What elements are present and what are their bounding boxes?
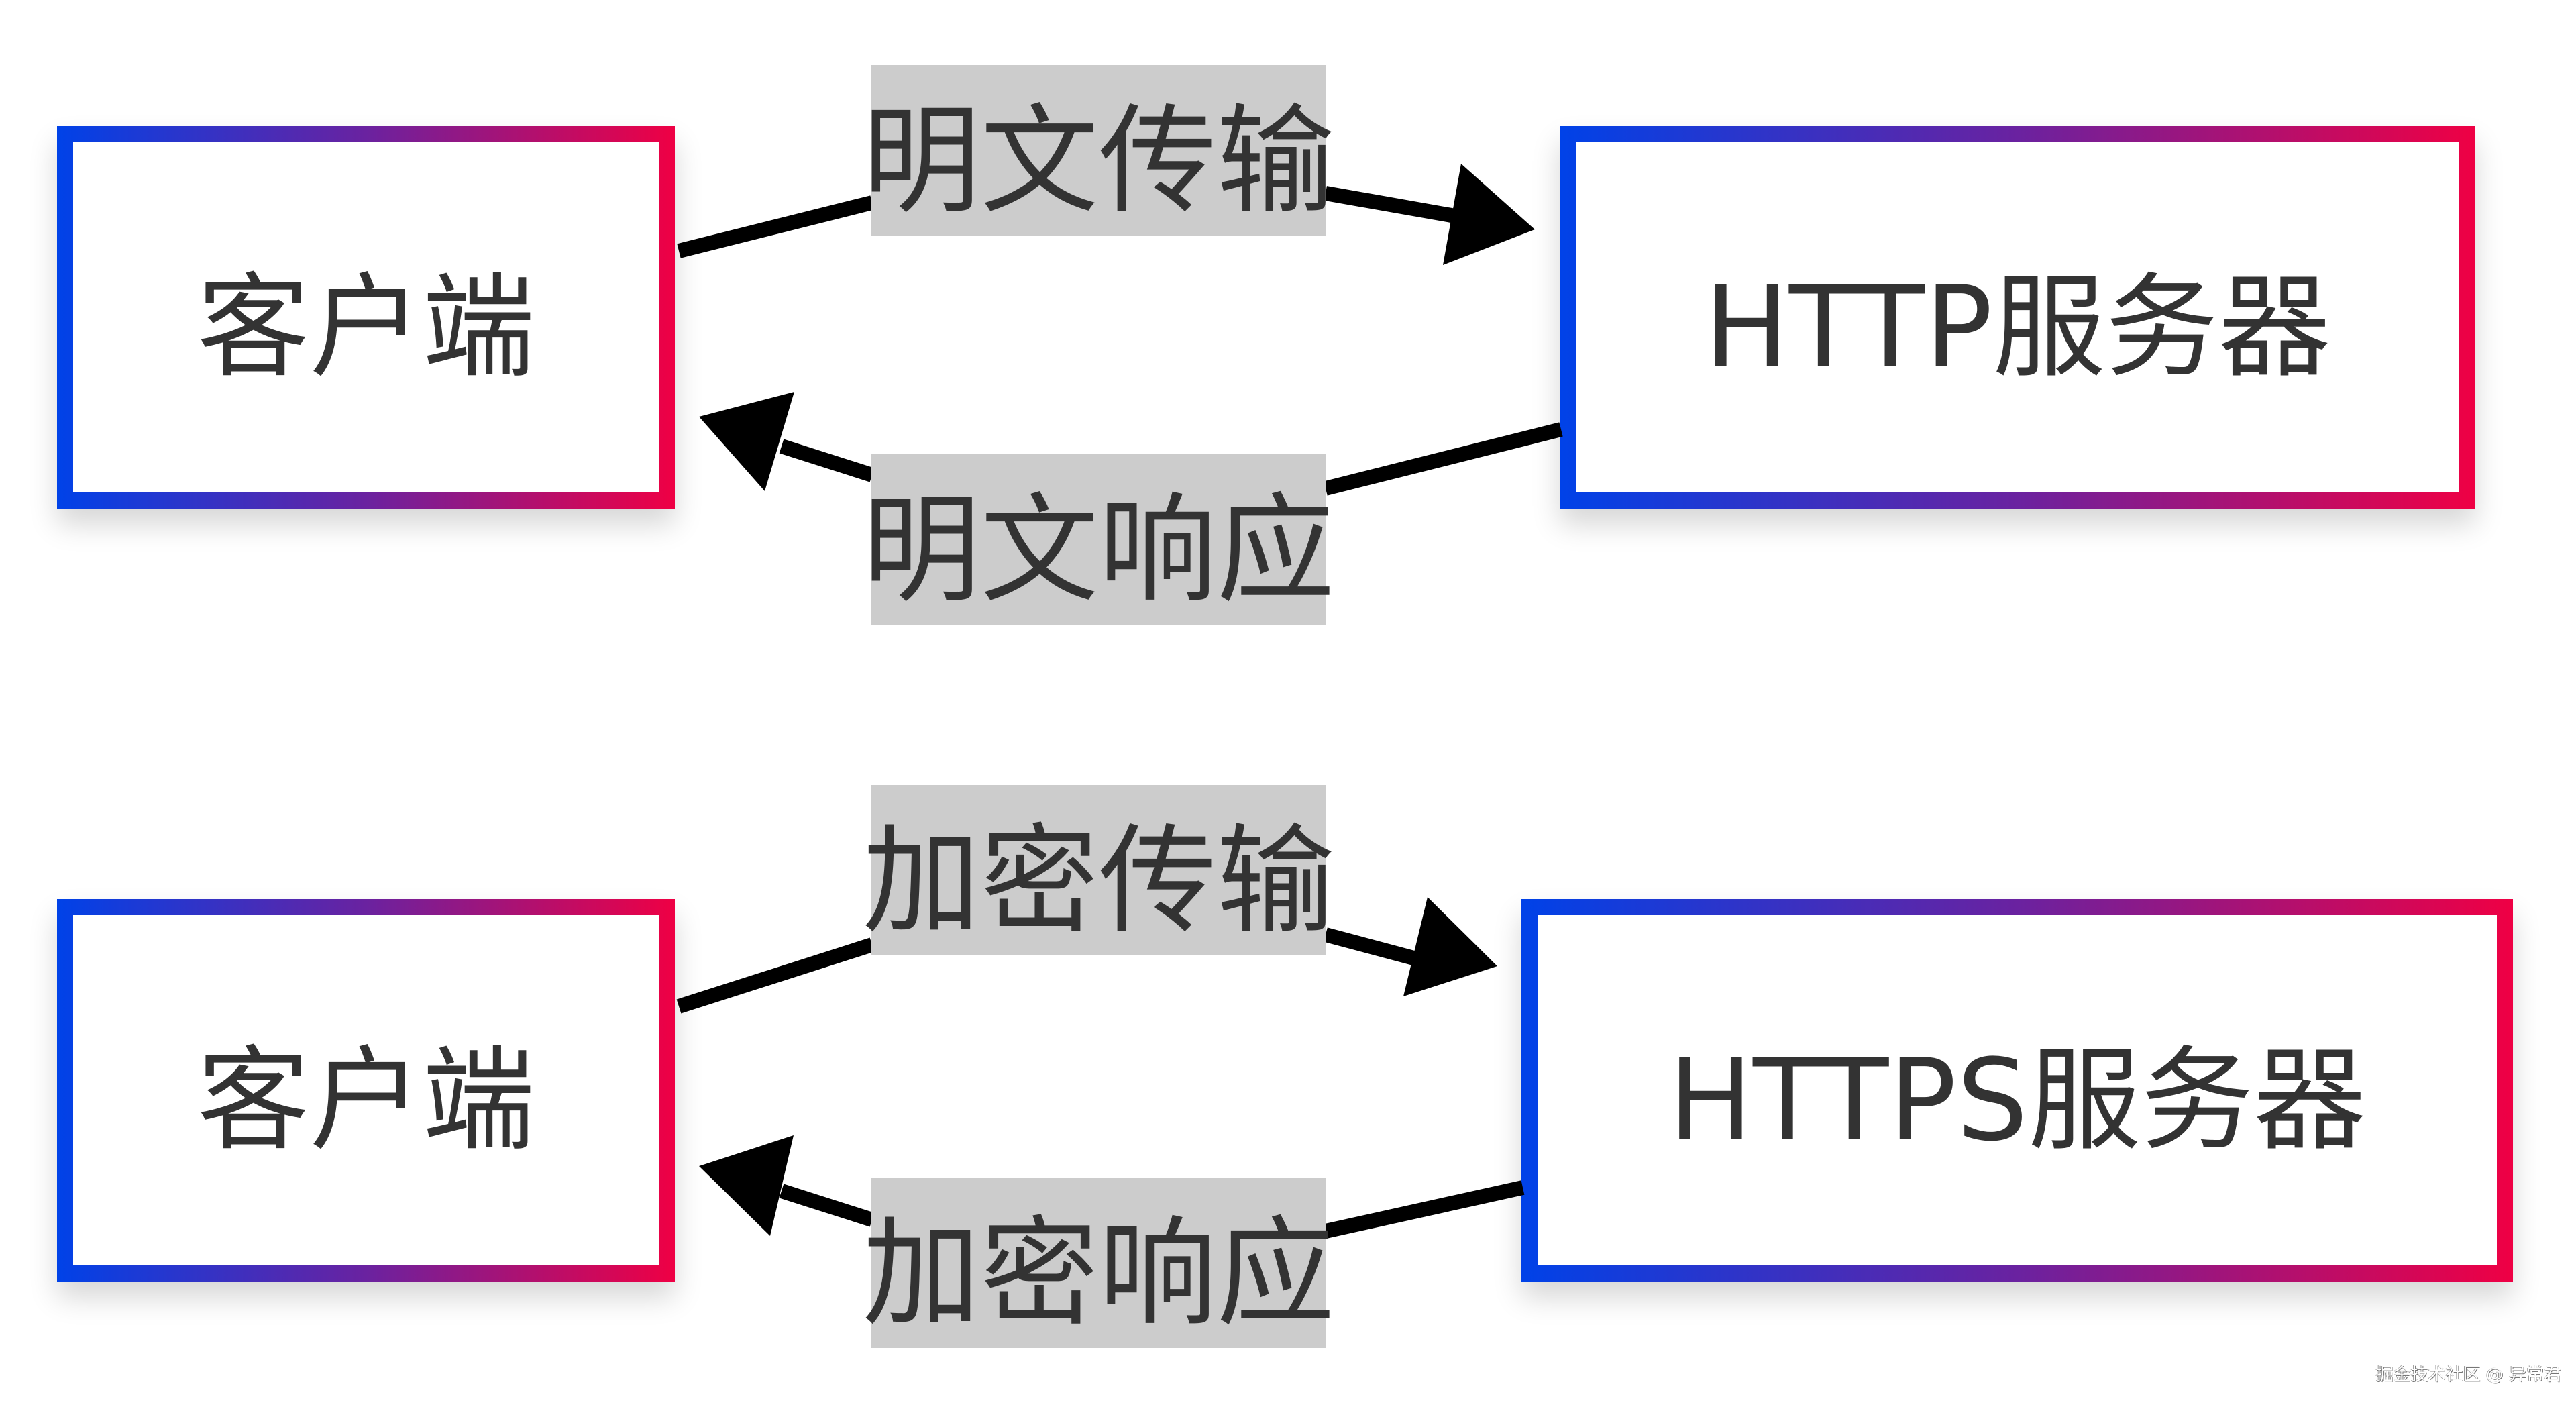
http-request-arrowhead-icon bbox=[1443, 164, 1535, 265]
http-response-edge-label: 明文响应 bbox=[863, 454, 1335, 625]
http-client-node: 客户端 bbox=[57, 126, 675, 509]
https-response-edge-label: 加密响应 bbox=[863, 1178, 1335, 1348]
https-request-arrowhead-icon bbox=[1403, 897, 1497, 996]
http-server-label: HTTP服务器 bbox=[1576, 142, 2459, 492]
http-response-edge-line-a bbox=[1324, 422, 1563, 496]
https-server-label: HTTPS服务器 bbox=[1538, 915, 2497, 1265]
http-client-label: 客户端 bbox=[73, 142, 659, 492]
http-request-edge-line-a bbox=[677, 195, 874, 258]
https-request-edge-label: 加密传输 bbox=[863, 785, 1335, 955]
https-response-arrowhead-icon bbox=[699, 1135, 794, 1236]
http-server-node: HTTP服务器 bbox=[1560, 126, 2475, 509]
https-server-node: HTTPS服务器 bbox=[1521, 899, 2513, 1282]
http-request-edge-line-b bbox=[1324, 186, 1460, 224]
https-request-edge-line-a bbox=[676, 937, 875, 1014]
watermark: 掘金技术社区 @ 异常君 bbox=[2375, 1365, 2561, 1385]
http-request-edge-label: 明文传输 bbox=[863, 65, 1335, 236]
http-response-edge-line-b bbox=[779, 439, 875, 482]
http-response-arrowhead-icon bbox=[699, 392, 794, 491]
https-client-label: 客户端 bbox=[73, 915, 659, 1265]
https-response-edge-line-a bbox=[1324, 1180, 1525, 1239]
https-request-edge-line-b bbox=[1324, 927, 1421, 967]
https-client-node: 客户端 bbox=[57, 899, 675, 1282]
https-response-edge-line-b bbox=[779, 1184, 875, 1227]
